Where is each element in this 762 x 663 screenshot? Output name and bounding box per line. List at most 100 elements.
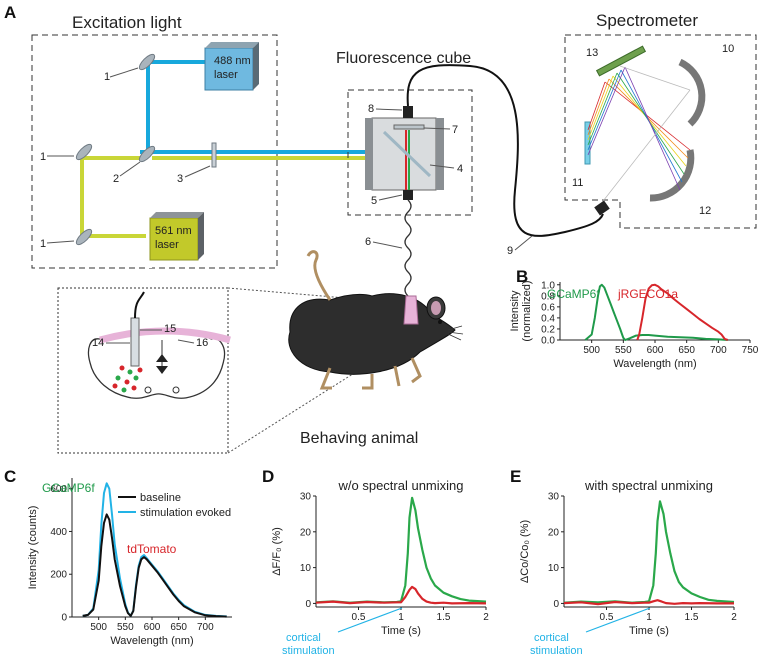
label-1b: 1 [40,151,46,163]
series-d-green [315,496,487,604]
x-tick-label-e-1: 1 [646,612,652,623]
port-8 [403,106,413,118]
ray-in [599,89,691,206]
title-e: with spectral unmixing [584,478,713,493]
x-tick-label-e-0.5: 0.5 [600,612,614,623]
laser-488-label-2: laser [214,69,238,81]
grating-13 [595,45,647,77]
leader-3 [184,165,211,178]
panel-letter-d: D [262,467,274,486]
y-label-b-0: Intensity [509,290,521,331]
series-c-baseline [82,513,227,618]
x-tick-label-d-2: 2 [483,612,489,623]
leader-16 [177,339,195,344]
x-tick-label-b-500: 500 [583,345,600,356]
fiber-9 [406,64,604,237]
x-tick-label-e-1.5: 1.5 [685,612,699,623]
y-tick-label-c-0: 0 [61,613,67,624]
x-tick-label-c-500: 500 [90,622,107,633]
dichroic-4 [382,130,432,178]
series-d-red [315,585,487,605]
x-label-d: Time (s) [381,625,421,637]
label-2: 2 [113,173,119,185]
cube-left-plate [365,118,373,190]
slit-11 [584,121,591,165]
brain-feature-right [172,386,180,394]
ray-b-2 [587,75,614,141]
spectrometer-box [564,34,757,229]
cube-title: Fluorescence cube [336,50,471,67]
label-5: 5 [371,195,377,207]
implant-cable [134,291,145,319]
leader-7 [423,127,451,130]
ray-b-0 [587,81,606,131]
label-1c: 1 [40,238,46,250]
annot-e-arrow [585,607,651,633]
x-label-e: Time (s) [629,625,669,637]
legend-c-baseline: baseline [140,492,181,504]
x-tick-label-b-750: 750 [742,345,759,356]
mirror-10 [678,58,706,127]
filter-3 [211,142,217,168]
x-tick-label-c-550: 550 [117,622,134,633]
label-15: 15 [164,323,176,335]
ray-b-5 [587,66,626,156]
cube-box [347,89,473,216]
label-14: 14 [92,337,104,349]
brain-inset-box [57,287,229,454]
ray-in-2 [619,65,691,91]
mouse-illustration [288,250,464,390]
y-tick-label-d-0: 0 [305,599,311,610]
y-tick-label-b-0: 0.0 [541,336,555,347]
label-16: 16 [196,337,208,349]
ray-5 [624,66,681,191]
spectrometer-title: Spectrometer [596,11,698,30]
laser-561-top [150,212,204,218]
panel-letter-c: C [4,467,16,486]
ray-1 [608,78,689,159]
x-tick-label-b-700: 700 [710,345,727,356]
ray-b-1 [587,78,610,136]
annot-d-2: stimulation [282,645,335,657]
laser-561-side [198,212,204,260]
yellow-beam-lower [80,152,150,238]
x-tick-label-c-600: 600 [144,622,161,633]
leader-1c [46,240,75,244]
x-tick-label-e-2: 2 [731,612,737,623]
leader-6 [372,241,403,249]
x-tick-label-b-550: 550 [615,345,632,356]
panel-letter-e: E [510,467,521,486]
ray-b-4 [587,69,622,151]
label-10: 10 [722,43,734,55]
legend-c-stim: stimulation evoked [140,507,231,519]
label-13: 13 [586,47,598,59]
y-tick-label-e-20: 20 [548,527,560,538]
y-label-d-0: ΔF/F₀ (%) [271,527,283,576]
label-12: 12 [699,205,711,217]
leader-9 [514,235,533,251]
legend-b-gcamp: GCaMP6f [547,287,600,301]
ventricles [156,354,168,374]
series-b-gcamp6f [584,283,728,341]
legend-c-gcamp: GCaMP6f [42,481,95,495]
ray-0 [604,81,691,151]
label-11: 11 [572,177,583,189]
fiber-input [594,200,610,216]
label-4: 4 [457,163,463,175]
label-7: 7 [452,124,458,136]
x-tick-label-d-1: 1 [398,612,404,623]
port-5 [403,190,413,200]
x-tick-label-d-0.5: 0.5 [352,612,366,623]
excitation-title: Excitation light [72,13,182,32]
annot-d-arrow [337,607,403,633]
y-tick-label-e-10: 10 [548,563,560,574]
dichroic-2 [138,145,156,163]
ray-b-3 [587,72,618,146]
leader-1a [109,67,139,78]
leader-8 [375,108,403,111]
